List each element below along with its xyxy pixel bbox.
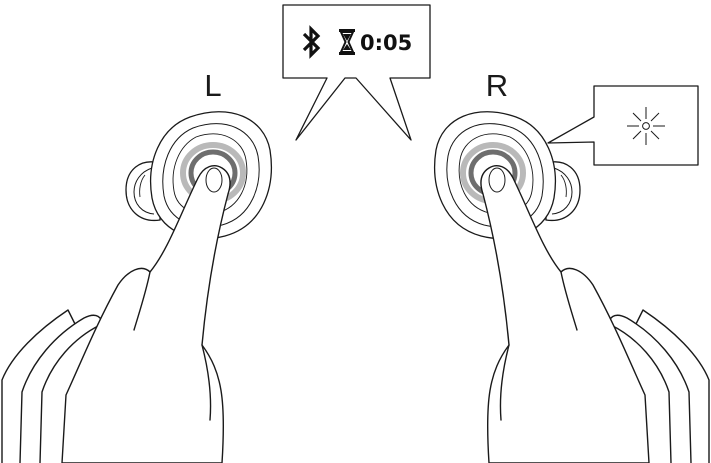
status-callout: 0:05: [283, 5, 430, 140]
indicator-callout: [548, 86, 698, 165]
left-earbud-label: L: [204, 68, 221, 103]
timer-text: 0:05: [360, 31, 412, 55]
right-earbud-label: R: [486, 68, 508, 103]
left-hand: [2, 166, 230, 463]
right-hand: [481, 166, 709, 463]
